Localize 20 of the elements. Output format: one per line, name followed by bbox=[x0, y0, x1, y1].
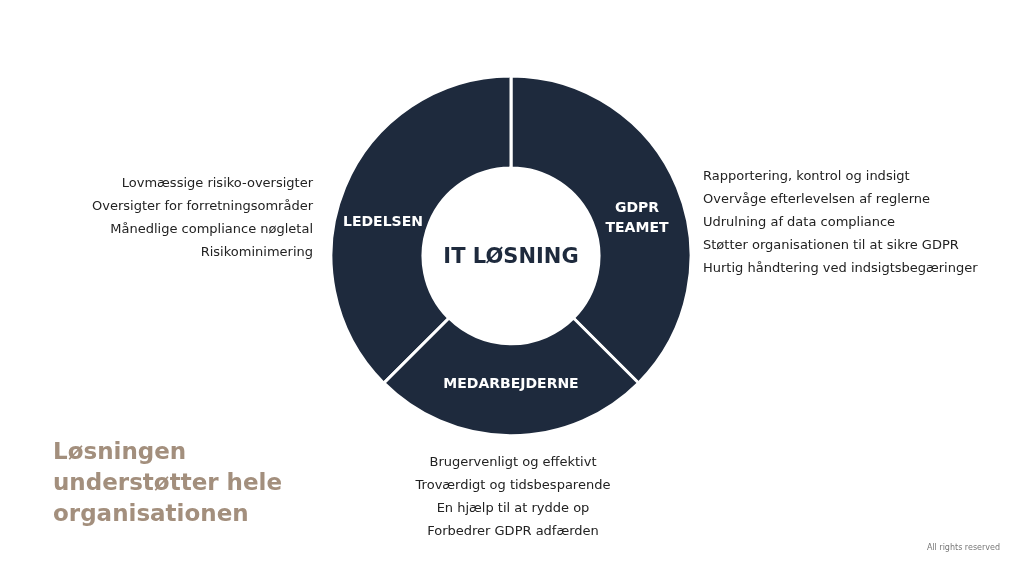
list-item: Overvåge efterlevelsen af reglerne bbox=[703, 192, 931, 205]
center-label: IT LØSNING bbox=[443, 244, 579, 268]
list-item: Risikominimering bbox=[200, 245, 313, 258]
list-item: En hjælp til at rydde op bbox=[436, 501, 590, 514]
list-item: Rapportering, kontrol og indsigt bbox=[703, 169, 910, 182]
list-item: Forbedrer GDPR adfærden bbox=[427, 524, 599, 537]
list-item: Lovmæssige risiko-oversigter bbox=[121, 176, 313, 189]
list-item: Udrulning af data compliance bbox=[703, 215, 896, 228]
list-item: Hurtig håndtering ved indsigtsbegæringer bbox=[703, 261, 978, 274]
list-item: Troværdigt og tidsbesparende bbox=[415, 478, 611, 491]
list-item: Støtter organisationen til at sikre GDPR bbox=[703, 238, 959, 251]
footer-note: All rights reserved bbox=[926, 543, 1000, 552]
segment-label: GDPR TEAMET bbox=[604, 197, 670, 237]
list-item: Månedlige compliance nøgletal bbox=[110, 222, 313, 235]
segment-label: MEDARBEJDERNE bbox=[442, 373, 580, 393]
slide-title: Løsningen understøtter hele organisationen bbox=[53, 437, 284, 529]
donut-segment bbox=[383, 318, 639, 436]
segment-label: LEDELSEN bbox=[342, 211, 424, 231]
list-item: Brugervenligt og effektivt bbox=[429, 455, 597, 468]
list-item: Oversigter for forretningsområder bbox=[92, 199, 313, 212]
